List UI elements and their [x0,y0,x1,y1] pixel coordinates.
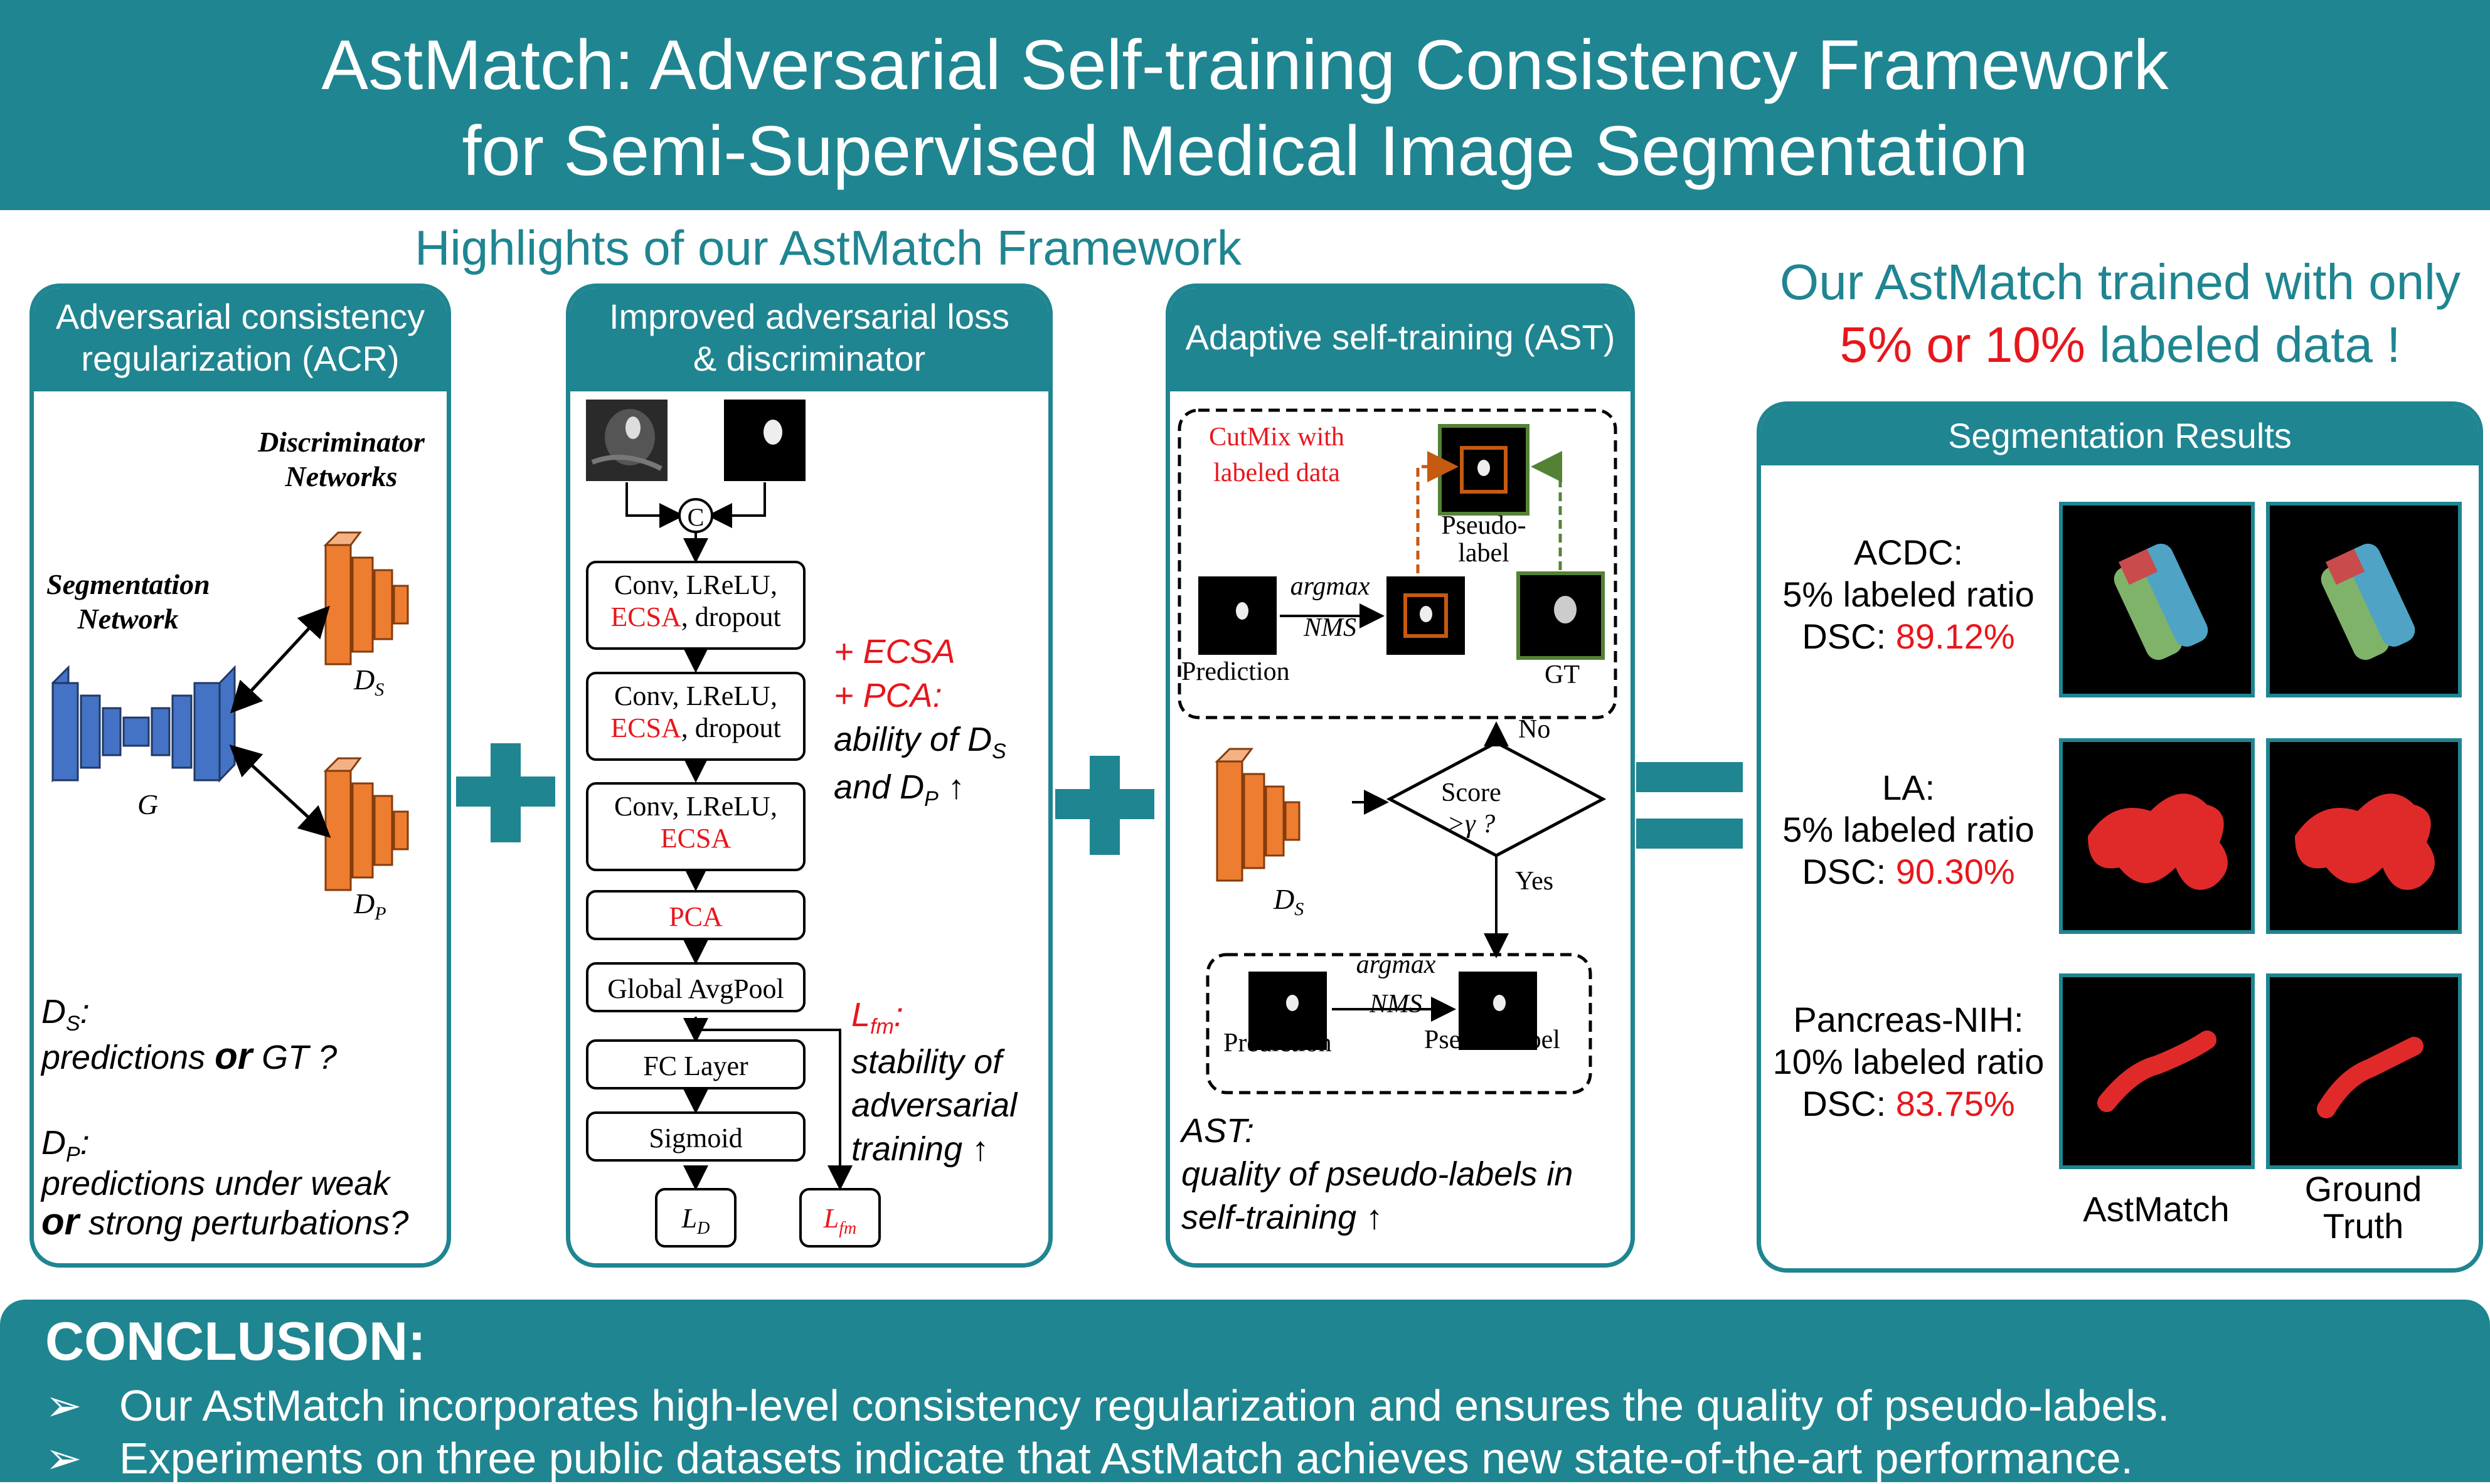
acr-panel: Adversarial consistency regularization (… [29,284,451,1268]
acdc-ground-truth-image [2266,502,2462,697]
acr-title-line-2: regularization (ACR) [81,339,400,379]
loss-panel-header: Improved adversarial loss & discriminato… [570,288,1048,391]
mask-input-image [724,400,806,481]
segmentation-network-icon [51,665,236,783]
result-row-acdc: ACDC: 5% labeled ratio DSC: 89.12% [1782,533,2035,657]
conv-block-2: Conv, LReLU,ECSA, dropout [586,672,806,761]
nms-label: NMS [1304,613,1356,642]
discriminator-p-icon [323,757,409,891]
arrow-g-dp [229,745,331,838]
acr-title-line-1: Adversarial consistency [55,297,425,336]
concat-label: C [687,503,705,531]
global-avgpool-block: Global AvgPool [586,962,806,1012]
arrow-g-ds [230,605,330,714]
equals-icon [1636,762,1743,792]
acr-note-dp: DP: predictions under weak or strong per… [41,1124,409,1243]
prediction-label-2: Prediction [1223,1029,1332,1057]
conclusion-item-1: ➢Our AstMatch incorporates high-level co… [45,1381,2170,1430]
result-row-la: LA: 5% labeled ratio DSC: 90.30% [1782,768,2035,892]
nms-label-2: NMS [1370,990,1422,1019]
title-line-2: for Semi-Supervised Medical Image Segmen… [462,112,2028,190]
lfm-note: Lfm: stability of adversarial training ↑ [851,996,1018,1168]
no-label: No [1518,715,1551,744]
equals-icon-lower [1636,819,1743,849]
g-label: G [137,788,159,820]
ast-panel-header: Adaptive self-training (AST) [1170,288,1631,391]
discriminator-s-icon [323,531,409,665]
pseudo-label-top: Pseudo-label [1441,511,1526,568]
acr-diagram [51,531,409,891]
prediction-label: Prediction [1181,657,1290,686]
loss-panel: Improved adversarial loss & discriminato… [566,284,1053,1268]
ecsa-pca-note: + ECSA + PCA: ability of DS and DP ↑ [834,633,1006,812]
yes-label: Yes [1515,867,1554,896]
conclusion-title: CONCLUSION: [45,1312,426,1372]
col-astmatch-label: AstMatch [2083,1189,2230,1229]
mri-input-image [586,400,668,481]
pseudo-label-bottom: Pseudo-label [1424,1026,1560,1054]
pancreas-ground-truth-image [2266,973,2462,1169]
results-panel: Segmentation Results ACDC: 5% labeled ra… [1757,401,2483,1273]
sigmoid-block: Sigmoid [586,1111,806,1162]
loss-title-line-2: & discriminator [693,339,926,379]
la-astmatch-image [2059,738,2255,934]
ast-panel: Adaptive self-training (AST) [1166,284,1635,1268]
acr-panel-header: Adversarial consistency regularization (… [34,288,447,391]
argmax-label: argmax [1290,572,1370,601]
la-ground-truth-image [2266,738,2462,934]
fc-layer-block: FC Layer [586,1039,806,1089]
ast-diagram [1178,408,1617,1094]
plus-icon-vertical [491,743,521,842]
conv-block-3: Conv, LReLU,ECSA [586,782,806,871]
score-decision: Score>γ ? [1441,778,1501,839]
conclusion-item-2: ➢Experiments on three public datasets in… [45,1434,2133,1483]
pancreas-astmatch-image [2059,973,2255,1169]
conclusion-banner: CONCLUSION: ➢Our AstMatch incorporates h… [0,1300,2490,1483]
gt-label: GT [1545,660,1580,689]
results-claim: Our AstMatch trained with only 5% or 10%… [1780,254,2461,373]
results-panel-header: Segmentation Results [1761,406,2479,465]
pca-block: PCA [586,890,806,940]
acr-note-ds: DS: predictions or GT ? [41,993,338,1078]
dp-label: DP [354,888,386,925]
argmax-label-2: argmax [1356,950,1436,979]
loss-title-line-1: Improved adversarial loss [609,297,1010,336]
ld-loss-block: LD [655,1188,737,1248]
ds-label: DS [354,664,385,701]
title-banner: AstMatch: Adversarial Self-training Cons… [0,0,2490,210]
lfm-loss-block: Lfm [799,1188,881,1248]
highlights-title: Highlights of our AstMatch Framework [415,220,1242,275]
loss-connectors [625,482,853,1190]
plus-icon-vertical [1090,756,1120,855]
title-line-1: AstMatch: Adversarial Self-training Cons… [321,26,2169,104]
result-row-pancreas: Pancreas-NIH: 10% labeled ratio DSC: 83.… [1772,1000,2045,1124]
acdc-astmatch-image [2059,502,2255,697]
conv-block-1: Conv, LReLU,ECSA, dropout [586,561,806,650]
ast-ds-label: DS [1274,883,1304,920]
